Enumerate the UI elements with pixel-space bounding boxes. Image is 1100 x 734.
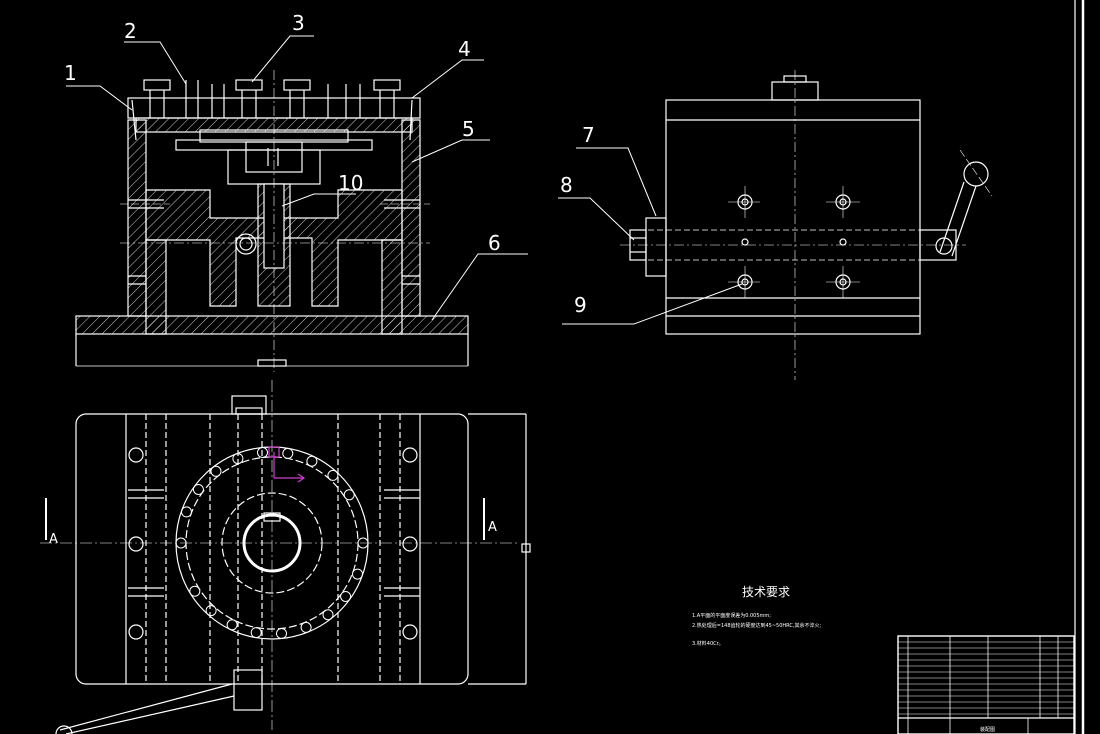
title-block-caption: 装配图 <box>980 726 995 733</box>
title-block <box>897 635 1075 734</box>
part-label-1: 1 <box>64 61 77 85</box>
index-hole <box>192 484 204 495</box>
index-hole <box>226 619 238 631</box>
index-hole <box>327 469 339 481</box>
leader-lines-front <box>66 35 528 321</box>
part-label-9: 9 <box>574 293 587 317</box>
part-label-7: 7 <box>582 123 595 147</box>
section-mark-right: A <box>488 520 497 535</box>
index-hole <box>205 605 217 617</box>
technical-requirements: 技术要求 1.A平面的平面度误差为0.005mm; 2.热处理后=148齿轮的硬… <box>692 585 821 647</box>
index-hole <box>282 447 294 459</box>
note-line-1: 1.A平面的平面度误差为0.005mm; <box>692 612 771 619</box>
part-label-6: 6 <box>488 231 501 255</box>
part-label-8: 8 <box>560 173 573 197</box>
note-line-2: 2.热处理后=148齿轮的硬度达到45~50HRC,其余不淬火; <box>692 622 821 629</box>
index-hole <box>181 506 192 518</box>
side-view <box>620 70 993 380</box>
index-hole <box>340 591 352 602</box>
section-mark-left: A <box>49 532 58 547</box>
index-hole <box>322 609 334 621</box>
index-hole <box>357 537 369 549</box>
index-hole <box>306 455 318 467</box>
index-hole <box>232 453 244 465</box>
index-hole <box>210 465 222 477</box>
index-hole <box>257 447 268 458</box>
notes-title: 技术要求 <box>742 585 790 599</box>
index-hole <box>352 568 363 580</box>
index-hole <box>250 627 262 639</box>
part-label-5: 5 <box>462 117 475 141</box>
index-hole <box>343 489 355 501</box>
leader-lines-side <box>558 147 743 325</box>
part-label-3: 3 <box>292 11 305 35</box>
front-section-view <box>75 70 469 372</box>
index-hole <box>300 621 312 633</box>
sheet-frame <box>1074 0 1085 734</box>
index-hole <box>175 537 187 549</box>
index-hole <box>276 628 287 639</box>
top-view <box>40 380 531 734</box>
ucs-marker <box>268 446 306 483</box>
title-block-rows <box>898 641 1074 715</box>
note-line-3: 3.材料40Cr。 <box>692 640 724 647</box>
part-label-2: 2 <box>124 19 137 43</box>
part-label-4: 4 <box>458 37 471 61</box>
index-hole <box>189 585 201 597</box>
index-hole-ring <box>175 447 369 639</box>
part-label-10: 10 <box>338 171 363 195</box>
